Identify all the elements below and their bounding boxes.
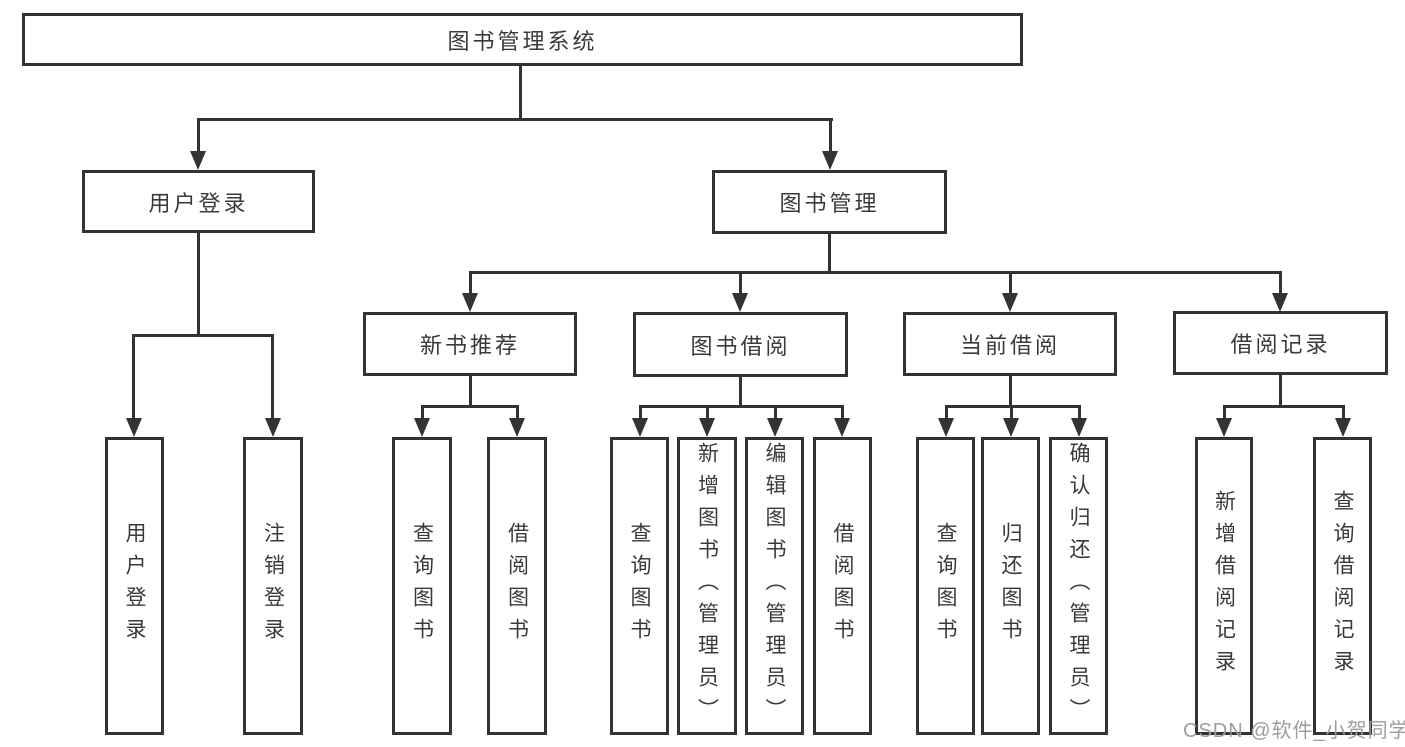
connector-vline (739, 271, 742, 295)
connector-arrow-down (1335, 418, 1351, 437)
node-book-management: 图书管理 (712, 170, 947, 234)
node-label: 用户登录 (123, 522, 146, 650)
connector-arrow-down (938, 418, 954, 437)
node-leaf-borrow-books-recommend: 借阅图书 (487, 437, 547, 735)
connector-arrow-down (190, 151, 206, 170)
connector-arrow-down (1003, 418, 1019, 437)
connector-arrow-down (462, 293, 478, 312)
connector-arrow-down (699, 418, 715, 437)
node-label: 当前借阅 (959, 333, 1060, 358)
node-label: 查询图书 (934, 522, 957, 650)
node-label: 新增图书（管理员） (695, 442, 719, 730)
node-leaf-user-login: 用户登录 (105, 437, 164, 735)
connector-hline (469, 271, 1282, 274)
connector-vline (469, 271, 472, 295)
connector-vline (1279, 373, 1282, 407)
node-label: 编辑图书（管理员） (763, 442, 786, 730)
node-leaf-borrow-books: 借阅图书 (813, 437, 872, 735)
node-label: 借阅图书 (831, 522, 854, 650)
connector-arrow-down (265, 418, 281, 437)
connector-vline (469, 374, 472, 408)
connector-vline (706, 405, 709, 419)
connector-arrow-down (1002, 293, 1018, 312)
node-leaf-query-books-current: 查询图书 (916, 437, 975, 735)
node-label: 借阅记录 (1230, 332, 1331, 357)
connector-vline (841, 405, 844, 419)
connector-arrow-down (732, 293, 748, 312)
connector-arrow-down (414, 418, 430, 437)
connector-vline (1342, 405, 1345, 419)
connector-hline (197, 118, 833, 121)
connector-vline (421, 405, 424, 419)
connector-vline (519, 64, 522, 120)
connector-arrow-down (1272, 293, 1288, 312)
node-label: 注销登录 (261, 522, 285, 650)
node-label: 借阅图书 (505, 522, 529, 650)
connector-vline (945, 405, 948, 419)
connector-vline (1010, 405, 1013, 419)
connector-vline (197, 231, 200, 337)
connector-vline (828, 232, 831, 274)
connector-vline (1078, 405, 1081, 419)
connector-hline (132, 334, 274, 337)
connector-arrow-down (1071, 418, 1087, 437)
csdn-watermark: CSDN @软件_小贺同学 (1183, 720, 1405, 742)
node-leaf-logout: 注销登录 (243, 437, 303, 735)
node-user-login: 用户登录 (82, 170, 315, 233)
node-label: 查询图书 (628, 522, 651, 650)
node-label: 归还图书 (999, 522, 1022, 650)
node-new-book-recommend: 新书推荐 (363, 312, 577, 376)
node-leaf-add-books-admin: 新增图书（管理员） (677, 437, 737, 735)
connector-vline (516, 405, 519, 419)
connector-arrow-down (767, 418, 783, 437)
node-leaf-query-borrow-record: 查询借阅记录 (1313, 437, 1372, 735)
connector-hline (639, 405, 844, 408)
connector-vline (774, 405, 777, 419)
connector-hline (1223, 405, 1344, 408)
node-current-borrow: 当前借阅 (903, 312, 1117, 376)
connector-vline (739, 375, 742, 407)
connector-arrow-down (1216, 418, 1232, 437)
node-leaf-add-borrow-record: 新增借阅记录 (1195, 437, 1253, 735)
connector-arrow-down (834, 418, 850, 437)
node-label: 图书管理系统 (447, 28, 598, 54)
node-leaf-query-books-recommend: 查询图书 (392, 437, 452, 735)
node-label: 图书管理 (779, 191, 880, 216)
connector-arrow-down (822, 151, 838, 170)
connector-hline (421, 405, 519, 408)
node-label: 用户登录 (148, 190, 249, 216)
connector-vline (1009, 374, 1012, 407)
node-leaf-return-books: 归还图书 (981, 437, 1040, 735)
node-borrow-records: 借阅记录 (1173, 311, 1388, 375)
connector-vline (1223, 405, 1226, 419)
connector-vline (829, 118, 832, 152)
connector-arrow-down (126, 418, 142, 437)
connector-hline (945, 405, 1081, 408)
connector-vline (197, 118, 200, 152)
connector-vline (1279, 271, 1282, 295)
node-label: 确认归还（管理员） (1067, 442, 1090, 730)
node-book-borrow: 图书借阅 (633, 312, 848, 377)
node-label: 图书借阅 (690, 333, 791, 359)
connector-vline (639, 405, 642, 419)
connector-vline (271, 334, 274, 420)
node-leaf-edit-books-admin: 编辑图书（管理员） (745, 437, 804, 735)
connector-arrow-down (632, 418, 648, 437)
node-label: 新书推荐 (419, 333, 520, 358)
node-label: 查询图书 (410, 522, 434, 650)
connector-vline (132, 334, 135, 420)
connector-arrow-down (509, 418, 525, 437)
node-leaf-query-books-borrow: 查询图书 (610, 437, 669, 735)
node-leaf-confirm-return-admin: 确认归还（管理员） (1049, 437, 1108, 735)
node-label: 新增借阅记录 (1212, 490, 1236, 682)
node-label: 查询借阅记录 (1331, 490, 1354, 682)
connector-vline (1009, 271, 1012, 295)
node-root-system: 图书管理系统 (22, 13, 1023, 66)
